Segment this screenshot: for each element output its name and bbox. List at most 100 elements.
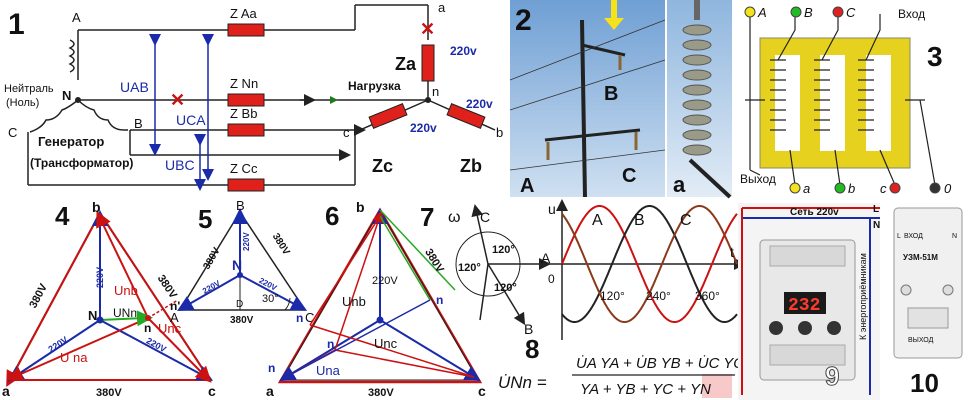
insulator-label: a (673, 172, 686, 197)
output-0-label: 0 (944, 181, 952, 196)
sine-wave-c (561, 205, 738, 323)
sine-a-axis-label: A (541, 250, 551, 266)
break-mark-neutral: ✕ (170, 90, 185, 110)
resistor-zb (446, 103, 486, 129)
p6-node-n2: n (296, 311, 303, 325)
resistor-z-bb (227, 123, 265, 137)
p6-una: Una (316, 363, 341, 378)
break-mark-phase-a: ✕ (420, 19, 435, 39)
highlight-arrow-icon (604, 0, 624, 30)
label-z-cc: Z Cc (230, 161, 258, 176)
resistor-z-aa (227, 23, 265, 37)
p6-node-n4: n (268, 361, 275, 375)
panel-7-phasors: 7 ω C B 120° 120° 120° (420, 202, 551, 337)
sine-240: 240° (646, 289, 671, 303)
uzm-body (893, 207, 963, 359)
output-b-label: b (848, 181, 855, 196)
relay-knob-2[interactable] (798, 321, 812, 335)
insulator-string-icon (682, 0, 732, 199)
panel-9-number: 9 (825, 361, 839, 391)
load-label: Нагрузка (348, 79, 401, 93)
relay-display-value: 232 (788, 296, 820, 316)
sine-wave-b (561, 205, 738, 323)
p5-v-i1: 220V (242, 232, 251, 251)
relay-knob-3[interactable] (827, 321, 841, 335)
label-z-nn: Z Nn (230, 76, 258, 91)
node-n-label: N (62, 88, 71, 103)
p4-vertex-b: b (92, 199, 101, 215)
sine-a-label: A (592, 212, 603, 229)
p7-omega: ω (448, 209, 461, 226)
generator-coil-b (77, 99, 128, 131)
panel-1-circuit: 1 Z Aa Z Nn Z Bb Z Cc ✕ ✕ (4, 0, 503, 192)
panel-2-photo: 2 B A C a (509, 0, 732, 199)
generator-coil-a (68, 39, 75, 73)
panel-7-number: 7 (420, 202, 434, 232)
uzm-out-label: ВЫХОД (908, 337, 934, 344)
za-label: Za (395, 54, 417, 74)
p5-vertex-b: B (236, 198, 245, 213)
sine-b-label: B (634, 212, 645, 229)
p6-unb: Unb (342, 294, 366, 309)
load-n-label: n (432, 84, 439, 99)
panel-4-number: 4 (55, 201, 70, 231)
sine-360: 360° (695, 289, 720, 303)
photo-label-c: C (622, 165, 636, 187)
p4-center-n: N (88, 308, 97, 323)
relay-knob-1[interactable] (769, 321, 783, 335)
p4-v-left: 380V (27, 281, 50, 310)
p4-v-inner-1: 220V (95, 267, 105, 288)
p5-center-n: N (232, 257, 242, 273)
resistor-za (421, 44, 435, 82)
p5-v-left: 380V (202, 246, 223, 272)
sine-c-label: C (680, 212, 692, 229)
resistor-z-cc (227, 178, 265, 192)
panel-8-formula: 8 U̇Nn = U̇A YA + U̇B YB + U̇C YC YA + Y… (498, 334, 744, 398)
p4-vertex-a: a (2, 383, 10, 399)
relay-n-label: N (873, 220, 880, 231)
formula-numerator: U̇A YA + U̇B YB + U̇C YC (576, 355, 744, 372)
p5-v-right: 380V (270, 232, 292, 258)
output-a-label: a (803, 181, 810, 196)
node-c-label: C (8, 125, 17, 140)
pole (580, 19, 587, 198)
label-z-bb: Z Bb (230, 106, 257, 121)
sine-zero: 0 (548, 272, 555, 286)
p5-v-bottom: 380V (230, 315, 254, 326)
panel-4-vectors: 4 b a c N n n' 380V 380V 380V 220V 220V … (2, 199, 216, 399)
voltage-220-a: 220v (450, 44, 477, 58)
p5-vertex-a: A (170, 310, 179, 325)
relay-net-label: Сеть 220v (790, 207, 839, 218)
generator-coil-c (29, 99, 79, 133)
formula-lhs: U̇Nn = (498, 373, 547, 392)
neutral-label-2: (Ноль) (6, 97, 39, 109)
p6-vertex-b: b (356, 199, 365, 215)
relay-display (784, 292, 826, 314)
node-b-label: B (134, 116, 143, 131)
panel-1-number: 1 (8, 8, 25, 41)
sine-u-label: u (548, 201, 556, 217)
input-b-label: B (804, 5, 813, 20)
load-b-label: b (496, 125, 503, 140)
p6-vertex-a: a (266, 383, 274, 399)
generator-label-1: Генератор (38, 134, 104, 149)
p4-unb: Unb (114, 283, 138, 298)
load-a-label: a (438, 0, 446, 15)
p6-v-right: 380V (422, 247, 446, 276)
panel-3-transformer: A B C Вход 3 Выход a b c 0 (735, 0, 970, 200)
p4-una: U na (60, 350, 88, 365)
panel-2-number: 2 (515, 4, 532, 37)
p7-label-c: C (480, 209, 490, 225)
panel-5-number: 5 (198, 204, 212, 234)
p4-v-inner-3: 220V (145, 336, 168, 355)
p4-v-right: 380V (155, 273, 180, 302)
label-u-bc: UBC (165, 157, 195, 173)
p5-point-d: D (236, 299, 243, 310)
output-title: Выход (740, 172, 776, 186)
p4-node-n: n (144, 321, 151, 335)
panel-5-vectors: 5 B A C N D 30° 380V 380V 380V 220V 220V… (170, 198, 314, 326)
zc-label: Zc (372, 156, 393, 176)
p5-v-i2: 220V (201, 278, 222, 295)
p7-angle-3: 120° (494, 282, 517, 294)
